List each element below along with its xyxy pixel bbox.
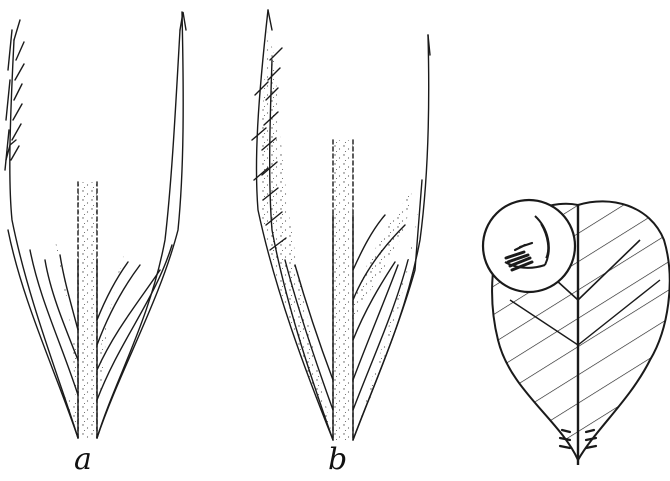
magnifier-inset-icon — [483, 200, 575, 292]
panel-a-drawing — [5, 12, 186, 438]
panel-a-caption: a — [74, 445, 92, 475]
panel-b-caption: b — [328, 445, 347, 475]
panel-b-drawing — [252, 10, 430, 440]
